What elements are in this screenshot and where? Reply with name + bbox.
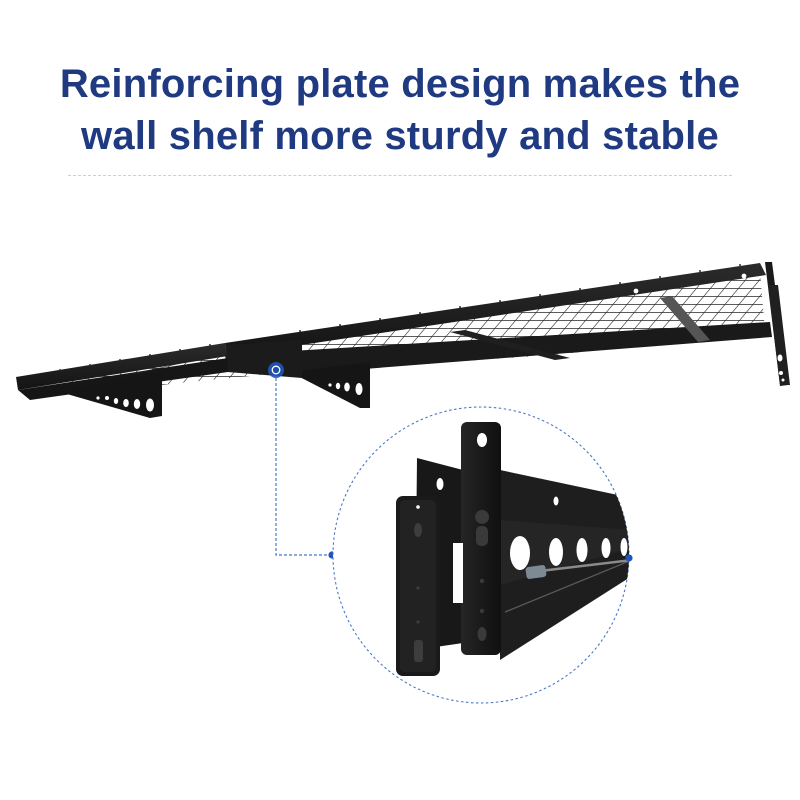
middle-bracket-holes: [328, 382, 363, 395]
rail-rivets: [59, 264, 741, 371]
center-reinforcing-plate: [226, 340, 302, 378]
ring-dot-icon: [268, 362, 284, 378]
back-rail: [225, 263, 766, 356]
left-bracket-holes: [96, 396, 154, 412]
cross-support-2: [450, 330, 570, 360]
hotspot-marker[interactable]: [268, 362, 284, 378]
wall-shelf: [16, 262, 790, 418]
left-lower-edge: [18, 358, 228, 400]
right-bracket-holes: [777, 354, 785, 382]
cross-support-3: [660, 296, 710, 342]
headline-line-2: wall shelf more sturdy and stable: [81, 114, 719, 158]
headline: Reinforcing plate design makes the wall …: [0, 58, 800, 162]
detail-view: [332, 406, 633, 704]
divider: [68, 175, 732, 176]
front-lower-rail: [225, 322, 772, 374]
front-rail-left: [16, 343, 228, 390]
callout-line: [275, 378, 336, 559]
screwdriver: [539, 558, 629, 573]
detail-rail-holes: [510, 536, 628, 570]
headline-line-1: Reinforcing plate design makes the: [59, 62, 741, 106]
